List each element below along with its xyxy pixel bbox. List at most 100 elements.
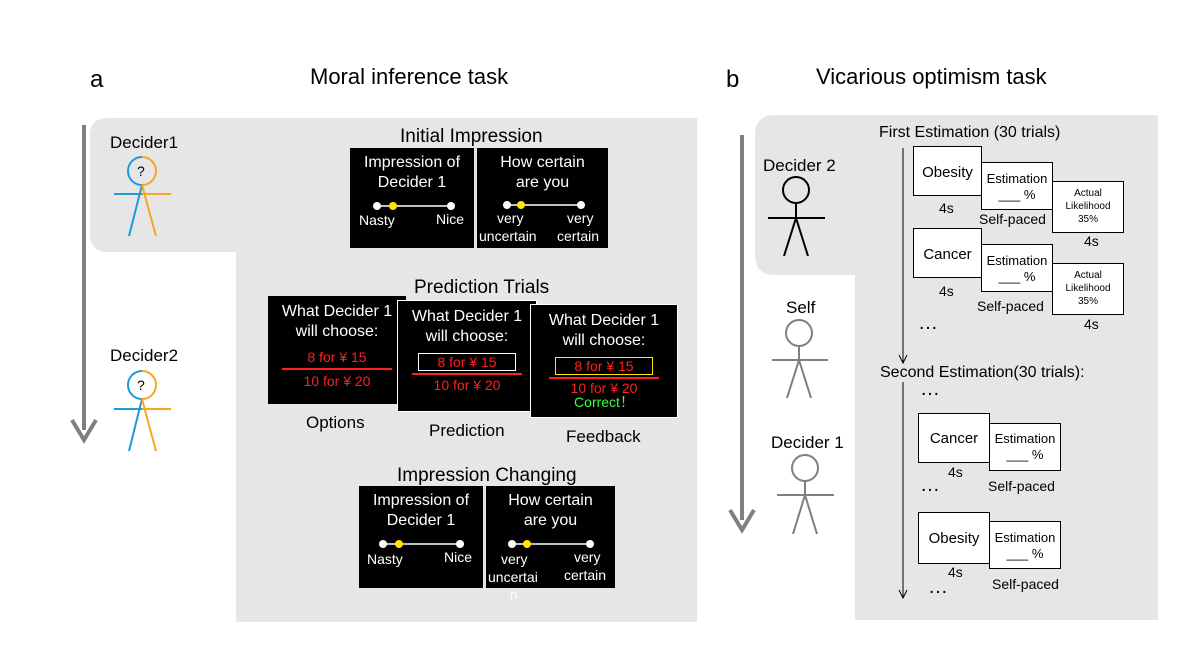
panel-a-title: Moral inference task <box>310 64 509 89</box>
first-trial1-actual-line1: Actual <box>1074 188 1102 199</box>
options-option1: 8 for ¥ 15 <box>307 349 367 365</box>
agent-decider2-label: Decider 2 <box>763 156 836 175</box>
second-ellipsis-top: … <box>920 378 940 400</box>
first-trial2-est-duration: Self-paced <box>977 298 1044 314</box>
prediction-selected-box: 8 for ¥ 15 <box>418 353 516 371</box>
second-ellipsis-middle: … <box>920 474 940 496</box>
changing-certainty-screen: How certain are you very uncertai very c… <box>486 486 615 588</box>
options-label: Options <box>306 413 365 432</box>
initial-impression-line1: Impression of <box>363 154 461 171</box>
second-trial1-est-duration: Self-paced <box>988 478 1055 494</box>
first-trial1-actual-box: Actual Likelihood 35% <box>1052 181 1124 233</box>
changing-certainty-right1: very <box>574 549 601 565</box>
initial-impression-screen: Impression of Decider 1 Nasty Nice <box>350 148 474 248</box>
second-trial2-item-duration: 4s <box>948 564 963 580</box>
decider2-stick-figure <box>768 176 825 257</box>
options-header1: What Decider 1 <box>281 303 393 320</box>
changing-certainty-line1: How certain <box>508 492 593 509</box>
initial-certainty-screen: How certain are you very uncertain very … <box>477 148 608 248</box>
second-trial2-estimation: Estimation <box>994 530 1056 545</box>
second-trial2-estimation-box: Estimation ___ % <box>989 521 1061 569</box>
second-trial2-est-duration: Self-paced <box>992 576 1059 592</box>
decider1-label: Decider1 <box>110 133 179 152</box>
options-option2: 10 for ¥ 20 <box>303 373 371 389</box>
certainty-line2: are you <box>515 174 570 191</box>
panel-b-title: Vicarious optimism task <box>816 64 1047 89</box>
decider1-figure <box>114 156 171 237</box>
prediction-header1: What Decider 1 <box>411 308 523 325</box>
first-trial1-actual-line2: Likelihood <box>1065 201 1111 212</box>
second-trial2-item: Obesity <box>928 530 980 547</box>
second-trial2-item-box: Obesity <box>918 512 990 564</box>
feedback-header2: will choose: <box>562 332 646 349</box>
first-trial2-estimation-box: Estimation ___ % <box>981 244 1053 292</box>
prediction-screen: What Decider 1 will choose: 8 for ¥ 15 1… <box>397 300 537 412</box>
changing-impression-line1: Impression of <box>372 492 470 509</box>
changing-certainty-line2: are you <box>523 512 578 529</box>
first-trial2-blank: ___ % <box>998 269 1036 284</box>
first-trial1-actual-line3: 35% <box>1077 214 1098 225</box>
changing-certainty-scale <box>508 540 594 548</box>
feedback-option1: 8 for ¥ 15 <box>574 358 634 374</box>
time-arrow-a <box>70 125 98 444</box>
prediction-option1: 8 for ¥ 15 <box>437 354 497 370</box>
changing-impression-line2: Decider 1 <box>386 512 456 529</box>
changing-certainty-left2: uncertai <box>488 569 538 585</box>
changing-scale-left: Nasty <box>367 551 403 567</box>
certainty-left-line2: uncertain <box>479 228 537 244</box>
options-screen: What Decider 1 will choose: 8 for ¥ 15 1… <box>268 296 406 404</box>
options-divider <box>282 368 392 370</box>
panel-b-letter: b <box>726 66 740 93</box>
second-trial2-blank: ___ % <box>1006 546 1044 561</box>
agent-decider1-label: Decider 1 <box>771 433 844 452</box>
changing-scale-right: Nice <box>444 549 473 565</box>
decider2-question-mark: ? <box>137 377 145 393</box>
first-trial1-est-duration: Self-paced <box>979 211 1046 227</box>
prediction-label: Prediction <box>429 421 505 440</box>
panel-b-background <box>755 115 1158 620</box>
impression-scale <box>373 202 455 210</box>
first-ellipsis: … <box>918 312 938 334</box>
second-trial1-blank: ___ % <box>1006 447 1044 462</box>
first-trial1-item-duration: 4s <box>939 200 954 216</box>
changing-certainty-right2: certain <box>564 567 607 583</box>
second-trial1-estimation-box: Estimation ___ % <box>989 423 1061 471</box>
certainty-right-line1: very <box>567 210 594 226</box>
second-trial1-estimation: Estimation <box>994 431 1056 446</box>
impression-changing-title: Impression Changing <box>397 465 577 486</box>
changing-impression-screen: Impression of Decider 1 Nasty Nice <box>359 486 483 588</box>
first-trial2-actual-line3: 35% <box>1077 296 1098 307</box>
second-ellipsis-bottom: … <box>928 576 948 598</box>
second-trial1-item-box: Cancer <box>918 413 990 463</box>
feedback-option2: 10 for ¥ 20 <box>570 380 638 396</box>
time-arrow-b <box>728 135 756 534</box>
first-estimation-title: First Estimation (30 trials) <box>879 124 1061 141</box>
first-trial2-item-box: Cancer <box>913 228 982 278</box>
second-estimation-title: Second Estimation(30 trials): <box>880 364 1085 381</box>
scale-left-label: Nasty <box>359 212 395 228</box>
prediction-option2: 10 for ¥ 20 <box>433 377 501 393</box>
first-trial1-item: Obesity <box>922 164 973 181</box>
changing-impression-scale <box>379 540 464 548</box>
feedback-screen: What Decider 1 will choose: 8 for ¥ 15 1… <box>530 304 678 418</box>
scale-right-label: Nice <box>436 211 465 227</box>
first-trial2-actual-duration: 4s <box>1084 316 1099 332</box>
first-trial2-estimation: Estimation <box>986 253 1048 268</box>
second-estimation-arrow <box>898 382 908 600</box>
second-trial1-item: Cancer <box>929 430 979 447</box>
first-trial1-estimation: Estimation <box>986 171 1048 186</box>
feedback-correct: Correct！ <box>574 394 634 410</box>
first-trial2-actual-line2: Likelihood <box>1065 283 1111 294</box>
prediction-trials-title: Prediction Trials <box>414 277 550 298</box>
first-trial1-blank: ___ % <box>998 187 1036 202</box>
first-trial1-item-box: Obesity <box>913 146 982 196</box>
prediction-divider <box>412 373 522 375</box>
decider2-label: Decider2 <box>110 346 179 365</box>
certainty-scale <box>503 201 585 209</box>
agent-self-label: Self <box>786 298 816 317</box>
panel-a-letter: a <box>90 66 104 93</box>
first-trial2-item-duration: 4s <box>939 283 954 299</box>
prediction-header2: will choose: <box>425 328 509 345</box>
first-trial2-actual-box: Actual Likelihood 35% <box>1052 263 1124 315</box>
certainty-left-line1: very <box>497 210 524 226</box>
